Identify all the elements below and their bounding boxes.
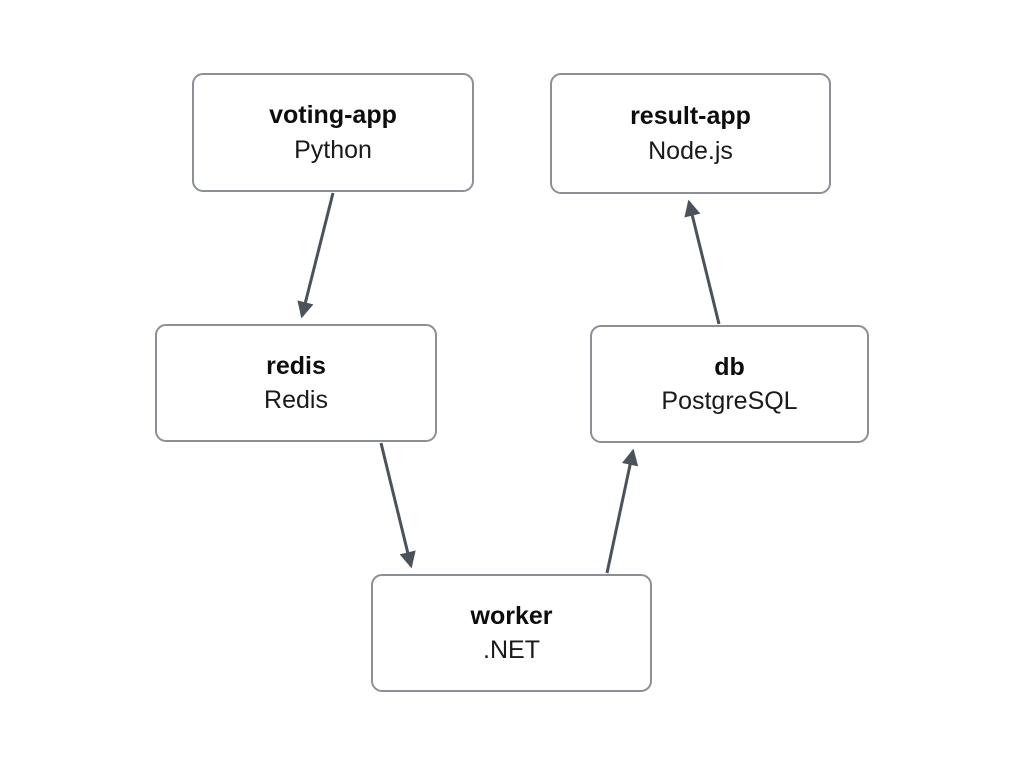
node-voting-app-title: voting-app	[269, 101, 397, 129]
node-result-app-subtitle: Node.js	[648, 136, 733, 165]
node-voting-app[interactable]: voting-app Python	[192, 73, 474, 192]
edge-redis-to-worker	[379, 442, 416, 569]
edge-voting-app-to-redis	[297, 192, 335, 319]
node-worker-title: worker	[470, 601, 553, 630]
edge-worker-to-db	[605, 448, 639, 574]
node-worker[interactable]: worker .NET	[371, 574, 652, 692]
node-voting-app-subtitle: Python	[294, 135, 372, 164]
node-redis-title: redis	[266, 351, 326, 380]
node-redis-subtitle: Redis	[264, 386, 328, 414]
node-db-title: db	[714, 352, 745, 381]
node-result-app[interactable]: result-app Node.js	[550, 73, 831, 194]
node-redis[interactable]: redis Redis	[155, 324, 437, 442]
node-result-app-title: result-app	[630, 102, 751, 130]
node-worker-subtitle: .NET	[483, 636, 540, 664]
edge-db-to-result-app	[684, 199, 721, 325]
node-db-subtitle: PostgreSQL	[661, 387, 798, 415]
node-db[interactable]: db PostgreSQL	[590, 325, 869, 443]
